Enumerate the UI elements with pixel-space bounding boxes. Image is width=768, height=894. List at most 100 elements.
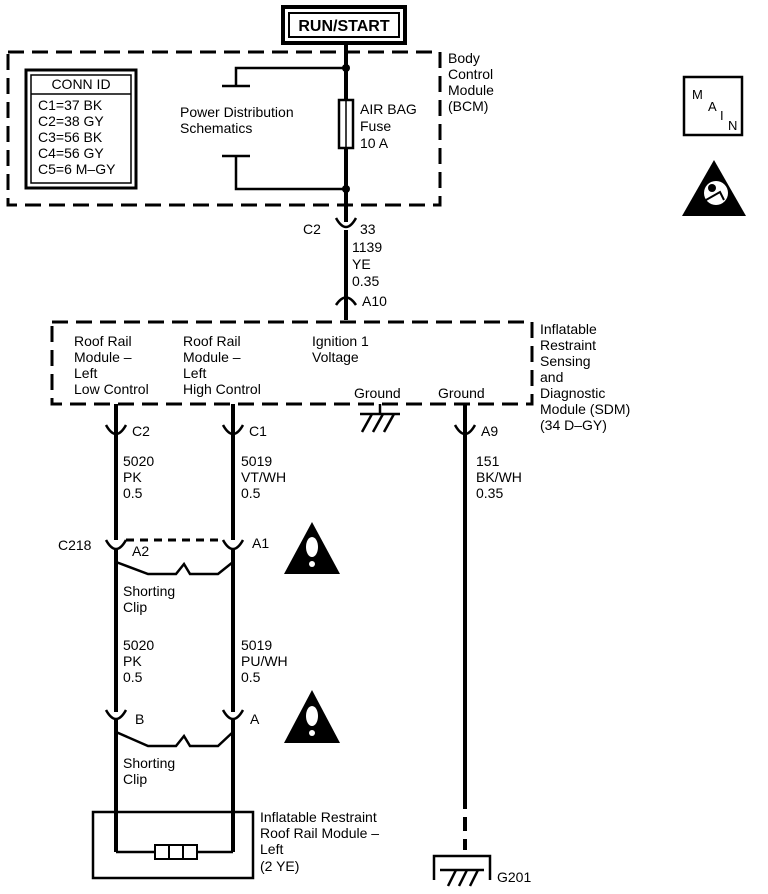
wire-5019-upper-label: 5019 VT/WH 0.5 [241,453,286,501]
svg-text:High Control: High Control [183,381,261,397]
svg-text:Roof Rail Module –: Roof Rail Module – [260,825,379,841]
connector-b-a: B A [104,709,260,727]
roof-rail-module [91,810,255,880]
svg-text:C2: C2 [132,423,150,439]
sdm-ground-label: Ground [438,385,485,401]
ground-g201-label: G201 [497,869,531,885]
svg-text:A2: A2 [132,543,149,559]
svg-text:Diagnostic: Diagnostic [540,385,605,401]
svg-text:C2: C2 [303,221,321,237]
svg-text:BK/WH: BK/WH [476,469,522,485]
svg-text:and: and [540,369,563,385]
sdm-low-control-label: Roof Rail Module – Left Low Control [74,333,149,397]
conn-id-box: CONN ID C1=37 BK C2=38 GY C3=56 BK C4=56… [24,68,138,190]
svg-text:Shorting: Shorting [123,583,175,599]
svg-text:0.35: 0.35 [476,485,503,501]
svg-text:Power Distribution: Power Distribution [180,104,294,120]
sdm-label: Inflatable Restraint Sensing and Diagnos… [540,321,630,433]
svg-text:Ignition 1: Ignition 1 [312,333,369,349]
svg-text:Left: Left [260,841,283,857]
svg-text:PK: PK [123,469,142,485]
warning-icon [284,690,340,743]
conn-id-item: C4=56 GY [38,145,104,161]
svg-text:Module –: Module – [74,349,132,365]
connector-c2-33: C2 33 [303,217,376,237]
connector-c1: C1 [221,423,267,439]
svg-text:5020: 5020 [123,453,154,469]
svg-text:Left: Left [183,365,206,381]
shorting-clip-upper: Shorting Clip [115,560,234,615]
svg-text:PK: PK [123,653,142,669]
svg-text:A: A [708,99,717,114]
wire-5020-upper-label: 5020 PK 0.5 [123,453,154,501]
svg-text:Roof Rail: Roof Rail [74,333,132,349]
svg-text:(2 YE): (2 YE) [260,858,299,874]
run-start-box: RUN/START [281,5,407,45]
svg-text:A10: A10 [362,293,387,309]
svg-text:(BCM): (BCM) [448,98,488,114]
svg-text:AIR BAG: AIR BAG [360,101,417,117]
run-start-label: RUN/START [298,18,389,35]
svg-text:Low Control: Low Control [74,381,149,397]
svg-text:Restraint: Restraint [540,337,596,353]
connector-a10: A10 [334,293,387,320]
svg-text:N: N [728,118,737,133]
chassis-ground-icon [360,404,400,433]
svg-text:Control: Control [448,66,493,82]
svg-text:5020: 5020 [123,637,154,653]
svg-text:151: 151 [476,453,500,469]
svg-text:0.5: 0.5 [241,669,261,685]
svg-text:M: M [692,87,703,102]
svg-text:(34 D–GY): (34 D–GY) [540,417,607,433]
airbag-fuse: AIR BAG Fuse 10 A [337,98,417,151]
svg-text:0.5: 0.5 [123,485,143,501]
sdm-outline [50,320,534,406]
conn-id-title: CONN ID [51,76,110,92]
svg-text:Clip: Clip [123,771,147,787]
sdm-high-control-label: Roof Rail Module – Left High Control [183,333,261,397]
svg-text:Inflatable: Inflatable [540,321,597,337]
svg-text:Shorting: Shorting [123,755,175,771]
svg-text:Inflatable Restraint: Inflatable Restraint [260,809,377,825]
warning-icon [284,522,340,574]
svg-text:A9: A9 [481,423,498,439]
main-icon[interactable]: M A I N [682,75,744,137]
ground-g201-icon: G201 [432,854,531,887]
bcm-outline [6,50,442,207]
svg-text:YE: YE [352,256,371,272]
roof-rail-module-label: Inflatable Restraint Roof Rail Module – … [260,809,379,874]
svg-text:A1: A1 [252,535,269,551]
svg-text:Fuse: Fuse [360,118,391,134]
svg-text:I: I [720,108,724,123]
svg-text:5019: 5019 [241,453,272,469]
wire-5019-lower-label: 5019 PU/WH 0.5 [241,637,288,685]
wire-151-label: 151 BK/WH 0.35 [476,453,522,501]
connector-c2: C2 [104,423,150,439]
svg-text:Left: Left [74,365,97,381]
airbag-warning-icon [682,160,746,216]
svg-text:Roof Rail: Roof Rail [183,333,241,349]
svg-text:B: B [135,711,144,727]
svg-text:A: A [250,711,260,727]
svg-text:Module (SDM): Module (SDM) [540,401,630,417]
svg-text:VT/WH: VT/WH [241,469,286,485]
bcm-label: Body Control Module (BCM) [448,50,494,114]
wire-5020-lower-label: 5020 PK 0.5 [123,637,154,685]
connector-c218: C218 A2 A1 [58,535,269,559]
conn-id-item: C2=38 GY [38,113,104,129]
conn-id-item: C1=37 BK [38,97,103,113]
conn-id-item: C3=56 BK [38,129,103,145]
svg-text:10 A: 10 A [360,135,389,151]
svg-text:Sensing: Sensing [540,353,591,369]
svg-text:PU/WH: PU/WH [241,653,288,669]
svg-text:5019: 5019 [241,637,272,653]
shorting-clip-lower: Shorting Clip [115,730,234,787]
svg-text:C218: C218 [58,537,92,553]
svg-text:Clip: Clip [123,599,147,615]
conn-id-item: C5=6 M–GY [38,161,116,177]
svg-text:33: 33 [360,221,376,237]
svg-text:1139: 1139 [352,239,382,255]
svg-text:C1: C1 [249,423,267,439]
svg-text:0.35: 0.35 [352,273,379,289]
svg-text:Voltage: Voltage [312,349,359,365]
